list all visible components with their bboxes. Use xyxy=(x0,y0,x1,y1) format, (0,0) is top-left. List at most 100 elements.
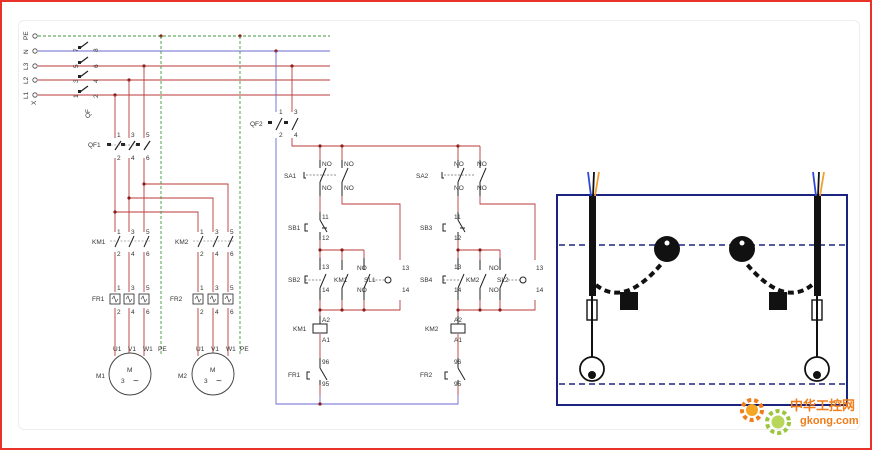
fr1-nc-label: FR1 xyxy=(288,372,301,379)
km1-pin-6: 6 xyxy=(146,251,150,258)
sa2-no-a: NO xyxy=(454,161,464,168)
fr2-pin-3: 3 xyxy=(215,285,219,292)
qf1-pin-3: 3 xyxy=(131,132,135,139)
km1-aux-no-a: NO xyxy=(357,265,367,272)
bus-label-x: X xyxy=(31,100,38,105)
gear-logo-icon xyxy=(740,398,791,435)
sb3-n12: 12 xyxy=(454,235,462,242)
sa2-label: SA2 xyxy=(416,173,429,180)
km2-aux-label: KM2 xyxy=(466,277,480,284)
sb4-n13: 13 xyxy=(454,264,462,271)
fr1-pin-1: 1 xyxy=(117,285,121,292)
qf1-pin-6: 6 xyxy=(146,155,150,162)
watermark-cn: 中华工控网 xyxy=(790,398,855,413)
sl1-n14: 14 xyxy=(402,287,410,294)
km2-pin-5: 5 xyxy=(230,229,234,236)
fr2-n96: 96 xyxy=(454,359,462,366)
bus-label-n: N xyxy=(23,49,30,54)
fr2-pin-2: 2 xyxy=(200,309,204,316)
km1-pin-2: 2 xyxy=(117,251,121,258)
sl1-n13: 13 xyxy=(402,265,410,272)
fr1-main-label: FR1 xyxy=(92,296,105,303)
sb2-n13: 13 xyxy=(322,264,330,271)
gkong-watermark: 中华工控网 gkong.com xyxy=(740,398,859,435)
motor2-symbol xyxy=(191,352,235,396)
fr2-pin-6: 6 xyxy=(230,309,234,316)
qf-pin-1: 1 xyxy=(73,94,80,98)
control-column-2: SA2 NO NO NO NO SB3 11 12 SB4 xyxy=(416,160,544,395)
km2-aux-no-a: NO xyxy=(489,265,499,272)
km1-coil xyxy=(312,323,328,334)
qf1-pin-4: 4 xyxy=(131,155,135,162)
qf-pin-2: 2 xyxy=(93,94,100,98)
m1-term-w1: W1 xyxy=(143,346,153,353)
km1-pin-3: 3 xyxy=(131,229,135,236)
qf2-pin-2: 2 xyxy=(279,132,283,139)
km2-pin-6: 6 xyxy=(230,251,234,258)
motor2-m: M xyxy=(210,367,215,374)
motor2-phase: 3 xyxy=(204,378,208,385)
km1-aux-no-b: NO xyxy=(357,287,367,294)
m1-term-pe: PE xyxy=(158,346,167,353)
motor2-circuit: KM2 1 3 5 2 4 6 FR2 1 3 5 2 4 6 xyxy=(170,36,249,396)
watermark-url: gkong.com xyxy=(800,415,859,427)
fr2-pin-4: 4 xyxy=(215,309,219,316)
motor1-phase: 3 xyxy=(121,378,125,385)
tank-outline xyxy=(556,194,848,406)
m1-term-v1: V1 xyxy=(128,346,136,353)
m2-term-v1: V1 xyxy=(211,346,219,353)
fr1-n96: 96 xyxy=(322,359,330,366)
qf-pin-4: 4 xyxy=(93,79,100,83)
fr2-main-label: FR2 xyxy=(170,296,183,303)
control-column-1: SA1 NO NO NO NO SB1 11 12 xyxy=(284,160,410,395)
motor1-circuit: QF1 1 3 5 2 4 6 KM1 1 3 5 2 4 6 xyxy=(88,36,229,396)
sa2-no-b: NO xyxy=(477,161,487,168)
sa2-no-d: NO xyxy=(477,185,487,192)
control-circuit: QF2 1 3 2 4 xyxy=(250,51,481,406)
fr2-pin-5: 5 xyxy=(230,285,234,292)
fr1-pin-2: 2 xyxy=(117,309,121,316)
power-bus: PE N L3 L2 L1 X QF 1 3 5 7 xyxy=(23,31,330,118)
sl1-label: SL1 xyxy=(364,277,376,284)
motor1-m: M xyxy=(127,367,132,374)
sb1-n11: 11 xyxy=(322,214,329,221)
km2-coil xyxy=(450,323,466,334)
motor2-label: M2 xyxy=(178,373,187,380)
fr1-pin-6: 6 xyxy=(146,309,150,316)
right-float-probe xyxy=(729,171,830,382)
m2-term-w1: W1 xyxy=(226,346,236,353)
fr2-nc-label: FR2 xyxy=(420,372,433,379)
sb2-n14: 14 xyxy=(322,287,330,294)
km2-pin-4: 4 xyxy=(215,251,219,258)
sb2-label: SB2 xyxy=(288,277,301,284)
km2-main-label: KM2 xyxy=(175,239,189,246)
motor1-wave: ~ xyxy=(133,376,139,387)
km2-coil-label: KM2 xyxy=(425,326,439,333)
sb4-n14: 14 xyxy=(454,287,462,294)
km2-a2: A2 xyxy=(454,317,462,324)
qf2-label: QF2 xyxy=(250,121,263,128)
sa1-no-c: NO xyxy=(322,185,332,192)
km1-main-label: KM1 xyxy=(92,239,106,246)
qf-main-label: QF xyxy=(85,109,92,118)
sa1-no-d: NO xyxy=(344,185,354,192)
qf1-pin-1: 1 xyxy=(117,132,121,139)
km2-pin-2: 2 xyxy=(200,251,204,258)
left-float-probe xyxy=(579,171,680,382)
sb1-label: SB1 xyxy=(288,225,301,232)
fr2-n95: 95 xyxy=(454,381,462,388)
fr1-pin-4: 4 xyxy=(131,309,135,316)
m1-term-u1: U1 xyxy=(113,346,122,353)
sa1-no-b: NO xyxy=(344,161,354,168)
km2-aux-no-b: NO xyxy=(489,287,499,294)
motor2-wave: ~ xyxy=(216,376,222,387)
fr1-pin-3: 3 xyxy=(131,285,135,292)
sb3-label: SB3 xyxy=(420,225,433,232)
bus-label-pe: PE xyxy=(23,31,30,40)
m2-term-pe: PE xyxy=(240,346,249,353)
qf-pin-3: 3 xyxy=(73,79,80,83)
qf1-pin-2: 2 xyxy=(117,155,121,162)
km2-a1: A1 xyxy=(454,337,462,344)
bus-label-l1: L1 xyxy=(23,91,30,99)
